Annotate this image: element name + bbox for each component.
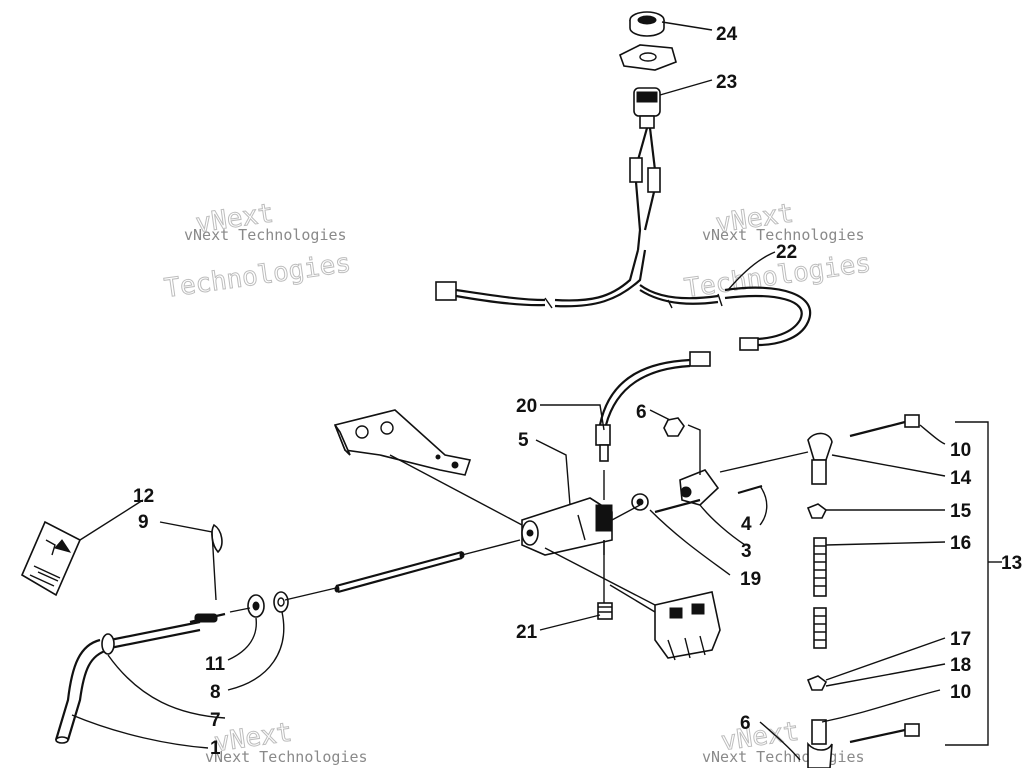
callout-17: 17 — [950, 629, 971, 650]
watermark-small-left: vNext Technologies — [184, 226, 347, 244]
watermark-small-bottom-left: vNext Technologies — [205, 748, 368, 766]
callout-10-lower: 10 — [950, 682, 971, 703]
part-lever-arm — [631, 424, 763, 514]
part-nut-upper — [663, 417, 685, 437]
part-seal — [629, 11, 665, 37]
part-mounting-bracket — [333, 409, 472, 476]
part-linkage-assembly — [806, 414, 989, 768]
callout-18: 18 — [950, 655, 971, 676]
callout-24: 24 — [716, 24, 738, 45]
callout-6-lower: 6 — [740, 713, 751, 734]
leader-lines — [71, 21, 1002, 761]
callout-21: 21 — [516, 622, 538, 643]
callout-9: 9 — [138, 512, 149, 533]
callout-4: 4 — [741, 514, 752, 535]
callout-15: 15 — [950, 501, 972, 522]
watermark-left: vNext Technologies — [162, 198, 353, 305]
wire-harness-upper — [629, 127, 661, 251]
part-throttle-body — [521, 470, 613, 556]
watermark-small-bottom-right: vNext Technologies — [702, 748, 865, 766]
callout-7: 7 — [210, 710, 221, 731]
callout-22: 22 — [776, 242, 797, 263]
callout-23: 23 — [716, 72, 737, 93]
callout-12: 12 — [133, 486, 154, 507]
part-clip — [273, 591, 289, 613]
watermark-line2: Technologies — [163, 248, 353, 304]
part-fitting — [597, 602, 613, 620]
part-washer — [247, 594, 265, 618]
callout-3: 3 — [741, 541, 752, 562]
callout-16: 16 — [950, 533, 971, 554]
part-wire-lead — [595, 351, 711, 462]
part-gasket-plate — [619, 44, 677, 71]
callout-8: 8 — [210, 682, 221, 703]
part-lower-bracket — [654, 591, 721, 661]
callout-19: 19 — [740, 569, 761, 590]
callout-11: 11 — [205, 654, 226, 675]
callout-labels: 24 23 22 20 6 5 10 14 15 16 13 12 9 4 3 … — [133, 24, 1022, 759]
callout-10-upper: 10 — [950, 440, 971, 461]
callout-13: 13 — [1001, 553, 1022, 574]
part-decal — [20, 520, 82, 597]
part-switch — [633, 87, 661, 129]
part-long-shaft — [334, 550, 465, 594]
callout-14: 14 — [950, 468, 972, 489]
part-main-harness — [435, 249, 812, 351]
callout-5: 5 — [518, 430, 529, 451]
part-throttle-rod — [54, 612, 226, 744]
watermark-small-right: vNext Technologies — [702, 226, 865, 244]
watermark-right: vNext Technologies — [682, 198, 873, 305]
callout-20: 20 — [516, 396, 537, 417]
callout-6-upper: 6 — [636, 402, 647, 423]
callout-1: 1 — [210, 738, 221, 759]
